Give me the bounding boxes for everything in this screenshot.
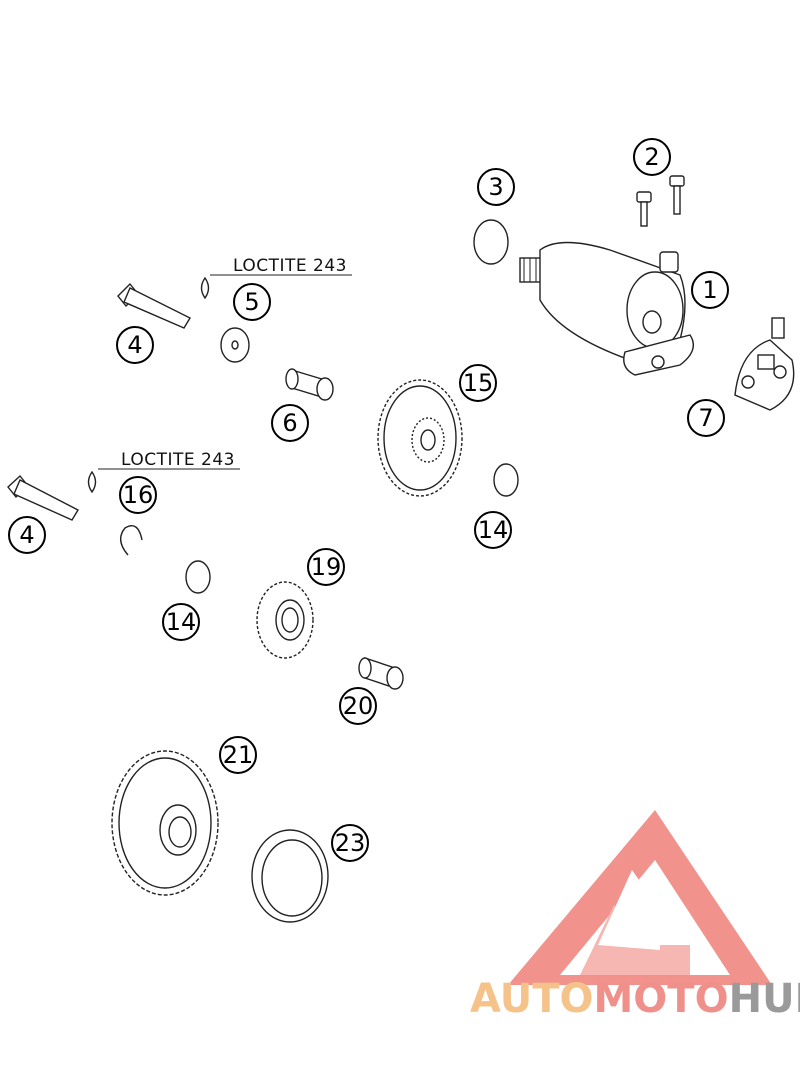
part-loctite-drop-bottom: [87, 470, 97, 494]
part-gear-19: [256, 581, 314, 659]
callout-number: 16: [123, 481, 154, 509]
callout-number: 19: [311, 553, 342, 581]
callout-c4a: 4: [116, 326, 154, 364]
svg-text:AUTOMOTOHUB: AUTOMOTOHUB: [470, 976, 800, 1022]
callout-c2: 2: [633, 138, 671, 176]
part-screws-2: [636, 175, 685, 227]
callout-c6: 6: [271, 404, 309, 442]
callout-circle: [8, 516, 46, 554]
callout-c3: 3: [477, 168, 515, 206]
part-loctite-drop-top: [200, 276, 210, 300]
callout-c4b: 4: [8, 516, 46, 554]
callout-number: 21: [223, 741, 254, 769]
part-sleeve-20: [358, 657, 404, 690]
callout-number: 3: [488, 173, 503, 201]
callout-c21: 21: [219, 736, 257, 774]
callout-c23: 23: [331, 824, 369, 862]
callout-c16: 16: [119, 476, 157, 514]
callout-circle: [477, 168, 515, 206]
callout-number: 2: [644, 143, 659, 171]
part-o-ring: [473, 219, 509, 265]
callout-c15: 15: [459, 364, 497, 402]
callout-number: 4: [19, 521, 34, 549]
callout-c1: 1: [691, 271, 729, 309]
callout-c5: 5: [233, 283, 271, 321]
callout-circle: [162, 603, 200, 641]
callout-circle: [119, 476, 157, 514]
callout-number: 14: [166, 608, 197, 636]
callout-circle: [459, 364, 497, 402]
part-screw-4-bottom: [7, 474, 79, 521]
callout-c19: 19: [307, 548, 345, 586]
watermark-hub: HUB: [729, 976, 800, 1022]
callout-c14b: 14: [162, 603, 200, 641]
part-washer-14-left: [185, 560, 211, 594]
callout-number: 6: [282, 409, 297, 437]
part-starter-motor: [519, 241, 694, 376]
callout-circle: [233, 283, 271, 321]
callout-c14a: 14: [474, 511, 512, 549]
callout-circle: [331, 824, 369, 862]
callout-circle: [691, 271, 729, 309]
callout-circle: [219, 736, 257, 774]
callout-circle: [687, 399, 725, 437]
part-sleeve-6: [285, 368, 334, 401]
callout-number: 14: [478, 516, 509, 544]
callout-circle: [633, 138, 671, 176]
watermark-logo: [508, 810, 772, 985]
callout-circle: [271, 404, 309, 442]
part-screw-4-top: [117, 282, 191, 329]
callout-number: 4: [127, 331, 142, 359]
callout-circle: [339, 687, 377, 725]
callout-c20: 20: [339, 687, 377, 725]
part-ring-23: [251, 829, 329, 923]
loctite-label-top: LOCTITE 243: [233, 256, 347, 276]
watermark-moto: MOTO: [594, 976, 729, 1022]
part-brush-holder: [734, 317, 795, 411]
part-gear-15: [377, 379, 463, 497]
callout-number: 5: [244, 288, 259, 316]
watermark-auto: AUTO: [470, 976, 594, 1022]
callout-number: 7: [698, 404, 713, 432]
callout-number: 20: [343, 692, 374, 720]
loctite-label-bottom: LOCTITE 243: [121, 450, 235, 470]
callout-number: 1: [702, 276, 717, 304]
callout-circle: [307, 548, 345, 586]
part-gear-21: [111, 750, 219, 896]
part-washer-14-right: [493, 463, 519, 497]
callout-circle: [116, 326, 154, 364]
callout-number: 15: [463, 369, 494, 397]
callout-c7: 7: [687, 399, 725, 437]
callout-circle: [474, 511, 512, 549]
callout-number: 23: [335, 829, 366, 857]
part-circlip-16: [120, 525, 143, 556]
